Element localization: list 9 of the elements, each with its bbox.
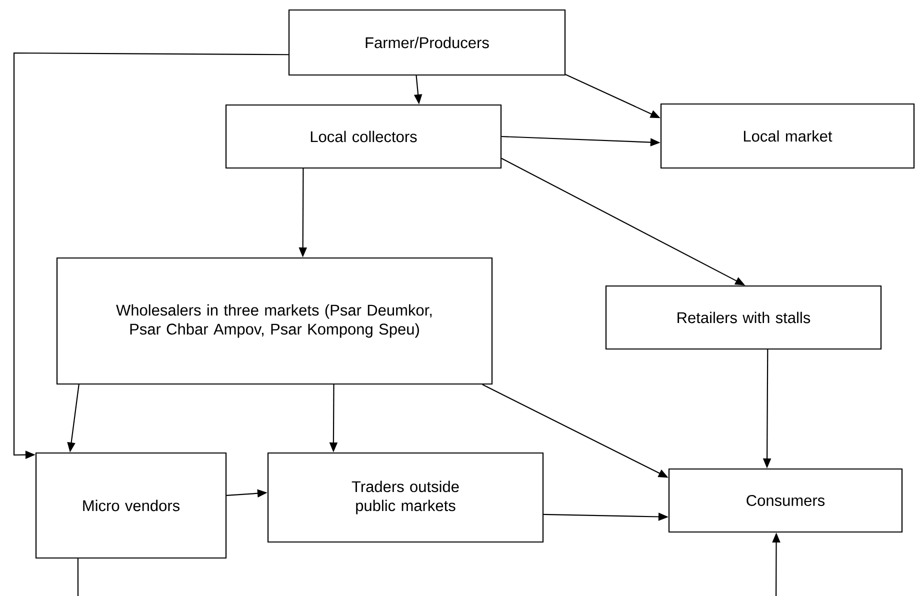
process-box: Local collectors bbox=[225, 104, 502, 169]
process-box: Wholesalers in three markets (Psar Deumkor, Psar Chbar Ampov, Psar Kompong Speu) bbox=[56, 257, 493, 385]
process-box: Traders outside public markets bbox=[267, 452, 544, 543]
process-box: Local market bbox=[660, 103, 915, 169]
process-box: Consumers bbox=[668, 468, 903, 533]
process-box: Farmer/Producers bbox=[288, 9, 566, 76]
process-box: Micro vendors bbox=[35, 452, 227, 559]
arrow bbox=[13, 52, 288, 459]
process-box: Retailers with stalls bbox=[605, 285, 882, 350]
